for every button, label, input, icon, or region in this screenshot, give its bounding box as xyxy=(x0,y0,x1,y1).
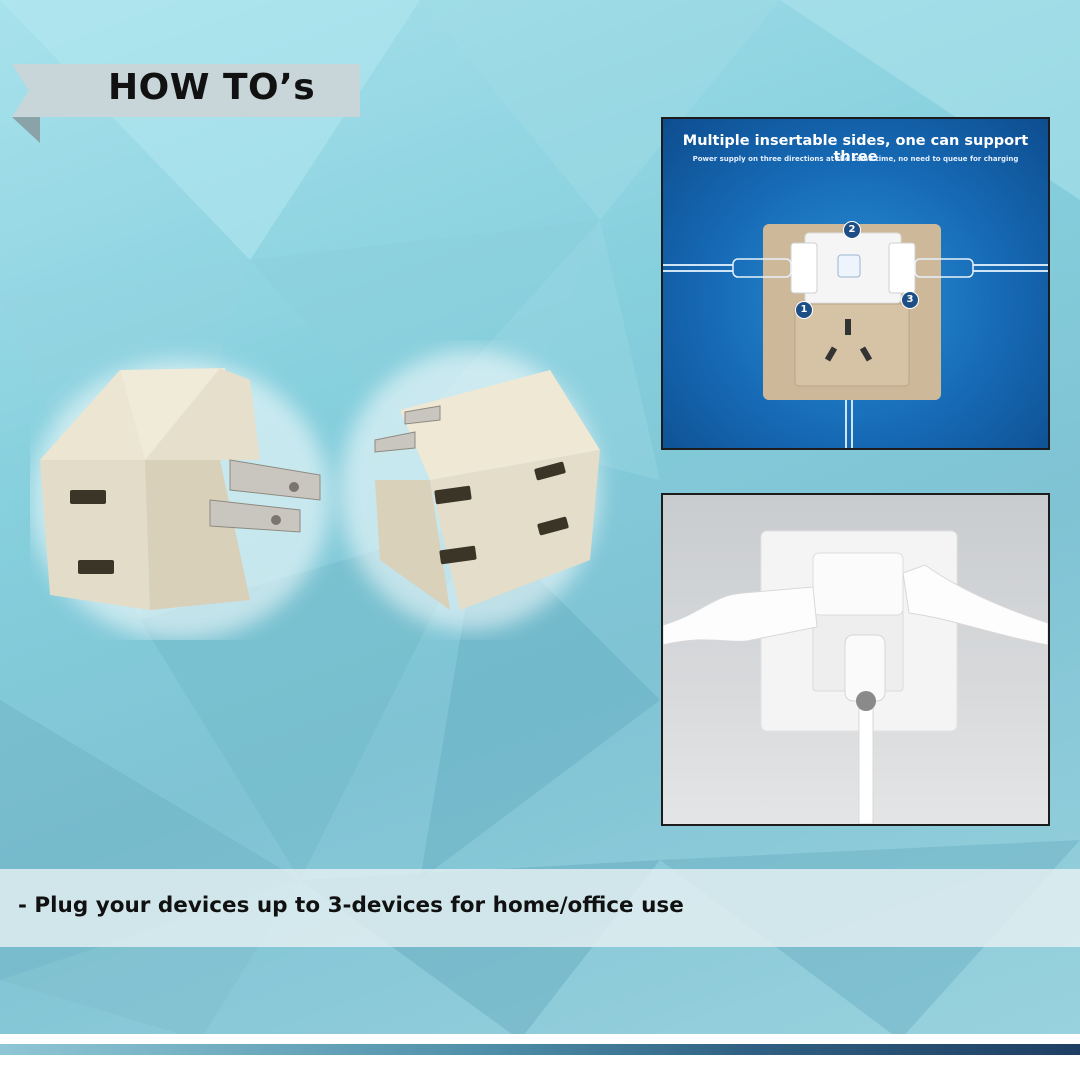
info-panel-three-sides: Multiple insertable sides, one can suppo… xyxy=(661,117,1050,450)
panel-title: Multiple insertable sides, one can suppo… xyxy=(682,133,1029,165)
page-title: HOW TO’s xyxy=(108,67,316,108)
footer-bar xyxy=(0,1034,1080,1080)
product-image xyxy=(30,350,600,640)
footer-stripe xyxy=(0,1044,1080,1055)
outlet-diagram xyxy=(663,224,1048,448)
photo-panel-plugged-adapter xyxy=(661,493,1050,826)
marker-1: 1 xyxy=(795,301,813,319)
banner-fold xyxy=(12,117,40,143)
title-banner xyxy=(40,64,360,117)
right-adapter xyxy=(374,370,600,610)
left-adapter xyxy=(40,368,321,610)
plugged-adapter-photo xyxy=(663,530,1048,824)
caption-text: - Plug your devices up to 3-devices for … xyxy=(18,893,684,918)
caption-band xyxy=(0,869,1080,947)
marker-2: 2 xyxy=(843,221,861,239)
panel-subtitle: Power supply on three directions at the … xyxy=(692,155,1019,163)
marker-3: 3 xyxy=(901,291,919,309)
